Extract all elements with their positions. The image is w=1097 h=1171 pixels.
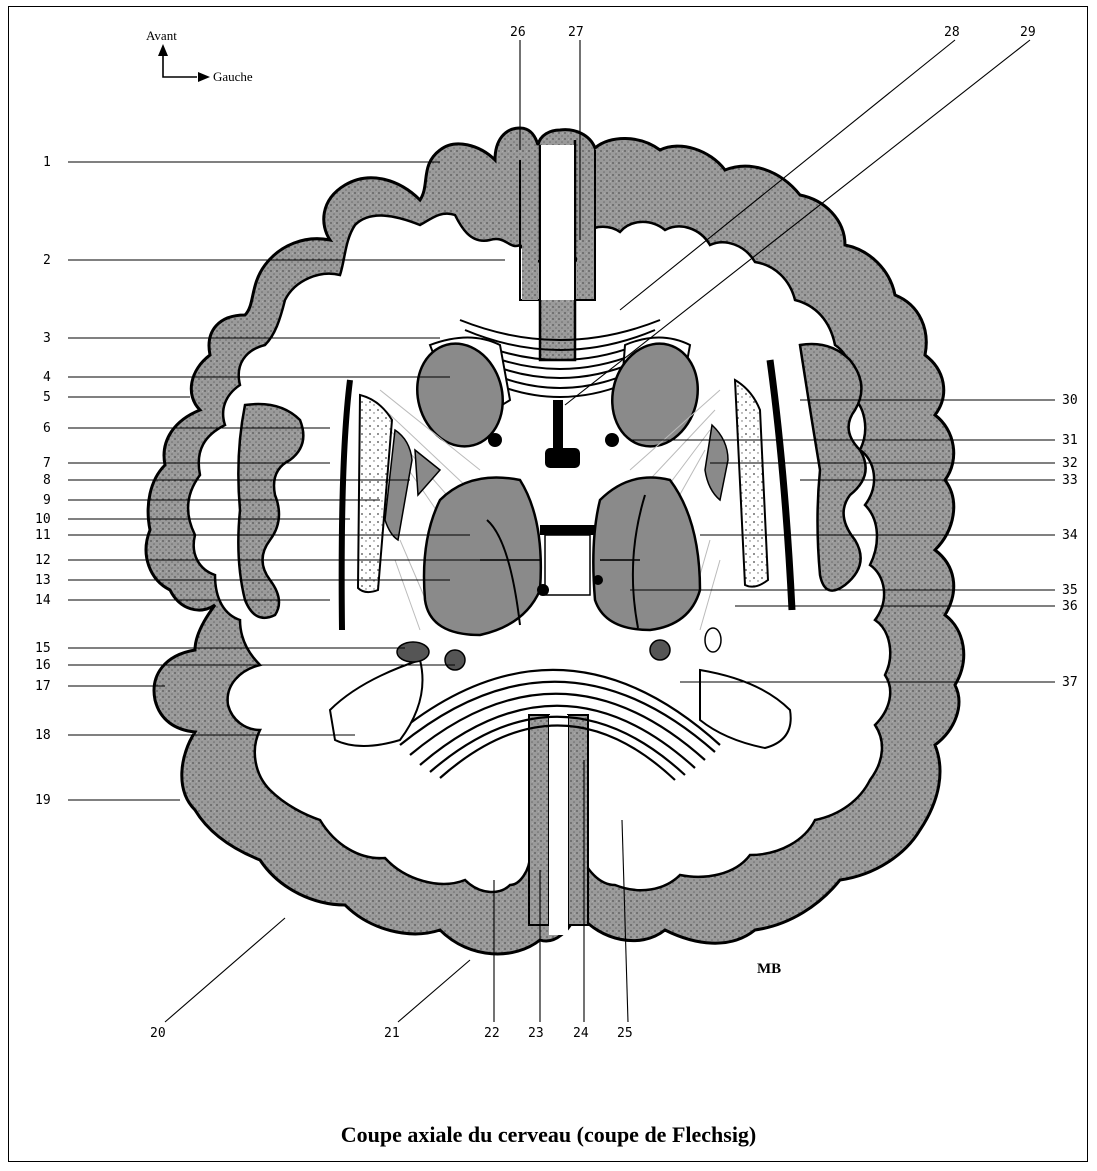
label-36: 36 (1062, 600, 1078, 614)
label-13: 13 (35, 574, 51, 588)
label-26: 26 (510, 26, 526, 40)
label-21: 21 (384, 1027, 400, 1041)
label-22: 22 (484, 1027, 500, 1041)
label-20: 20 (150, 1027, 166, 1041)
label-33: 33 (1062, 474, 1078, 488)
label-34: 34 (1062, 529, 1078, 543)
label-24: 24 (573, 1027, 589, 1041)
label-23: 23 (528, 1027, 544, 1041)
label-3: 3 (43, 332, 51, 346)
label-12: 12 (35, 554, 51, 568)
label-7: 7 (43, 457, 51, 471)
label-18: 18 (35, 729, 51, 743)
label-17: 17 (35, 680, 51, 694)
figure-caption: Coupe axiale du cerveau (coupe de Flechs… (0, 1122, 1097, 1148)
label-35: 35 (1062, 584, 1078, 598)
label-1: 1 (43, 156, 51, 170)
label-32: 32 (1062, 457, 1078, 471)
label-2: 2 (43, 254, 51, 268)
label-9: 9 (43, 494, 51, 508)
label-11: 11 (35, 529, 51, 543)
label-8: 8 (43, 474, 51, 488)
label-10: 10 (35, 513, 51, 527)
label-28: 28 (944, 26, 960, 40)
author-signature: MB (757, 961, 781, 978)
label-37: 37 (1062, 676, 1078, 690)
label-25: 25 (617, 1027, 633, 1041)
label-16: 16 (35, 659, 51, 673)
label-15: 15 (35, 642, 51, 656)
label-29: 29 (1020, 26, 1036, 40)
label-31: 31 (1062, 434, 1078, 448)
label-6: 6 (43, 422, 51, 436)
label-19: 19 (35, 794, 51, 808)
label-14: 14 (35, 594, 51, 608)
label-30: 30 (1062, 394, 1078, 408)
label-5: 5 (43, 391, 51, 405)
label-4: 4 (43, 371, 51, 385)
label-27: 27 (568, 26, 584, 40)
